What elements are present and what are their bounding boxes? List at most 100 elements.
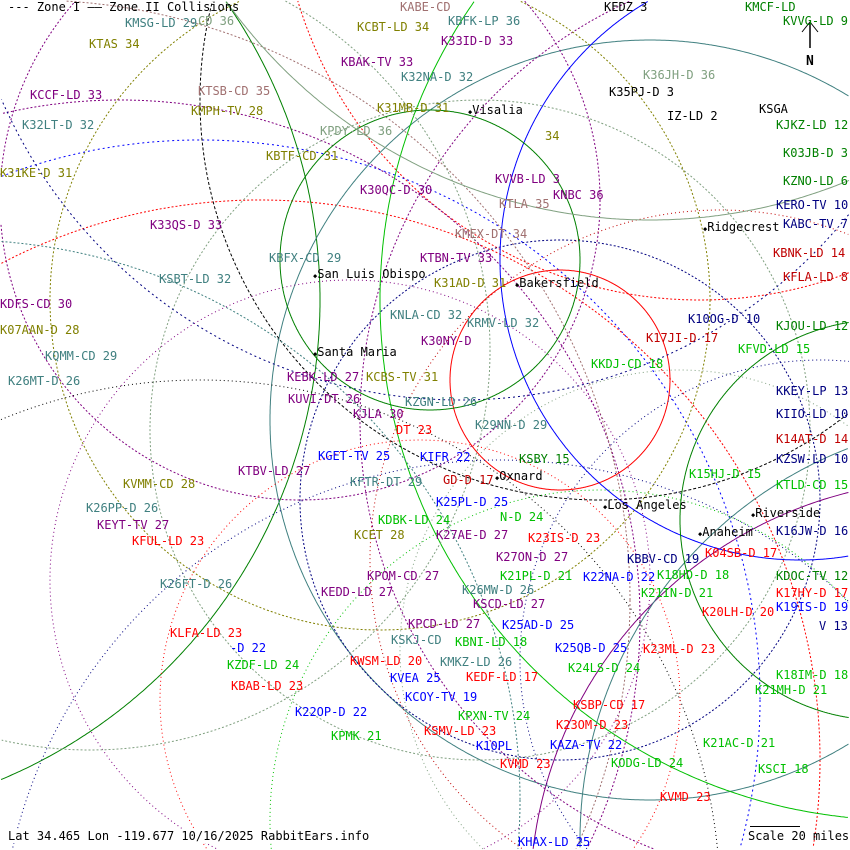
- station-label[interactable]: KVMD 23: [500, 757, 551, 771]
- station-label[interactable]: -D 22: [230, 641, 267, 655]
- station-label[interactable]: KQMM-CD 29: [45, 349, 118, 363]
- station-label[interactable]: KEBK-LD 27: [287, 370, 360, 384]
- station-label[interactable]: KMKZ-LD 26: [440, 655, 513, 669]
- station-label[interactable]: KJKZ-LD 12: [776, 118, 849, 132]
- station-label[interactable]: K31MB-D 31: [377, 101, 450, 115]
- station-label[interactable]: K25QB-D 25: [555, 641, 628, 655]
- station-label[interactable]: K17HY-D 17: [776, 586, 849, 600]
- station-label[interactable]: KSMV-LD 23: [424, 724, 497, 738]
- station-label[interactable]: KSBY 15: [519, 452, 570, 466]
- station-label[interactable]: K30QC-D 30: [360, 183, 433, 197]
- station-label[interactable]: KCCF-LD 33: [30, 88, 103, 102]
- station-label[interactable]: K03JB-D 3: [783, 146, 849, 160]
- station-label[interactable]: KIIO-LD 10: [776, 407, 849, 421]
- station-label[interactable]: K26FT-D 26: [160, 577, 233, 591]
- station-label[interactable]: KFVD-LD 15: [738, 342, 811, 356]
- station-label[interactable]: K31KE-D 31: [0, 166, 73, 180]
- station-label[interactable]: KEDZ 3: [604, 0, 648, 14]
- station-label[interactable]: KAZA-TV 22: [550, 738, 623, 752]
- station-label[interactable]: CD 36: [198, 14, 235, 28]
- station-label[interactable]: K32LT-D 32: [22, 118, 95, 132]
- station-label[interactable]: KPOM-CD 27: [367, 569, 440, 583]
- station-label[interactable]: KNBC 36: [553, 188, 604, 202]
- station-label[interactable]: K23OM-D 23: [556, 718, 629, 732]
- station-label[interactable]: K23IS-D 23: [528, 531, 601, 545]
- station-label[interactable]: K19IS-D 19: [776, 600, 849, 614]
- station-label[interactable]: KTAS 34: [89, 37, 140, 51]
- station-label[interactable]: KIFR 22: [420, 450, 471, 464]
- station-label[interactable]: K22OP-D 22: [295, 705, 368, 719]
- station-label[interactable]: K21AC-D 21: [703, 736, 776, 750]
- station-label[interactable]: KKEY-LP 13: [776, 384, 849, 398]
- station-label[interactable]: KEDF-LD 17: [466, 670, 539, 684]
- station-label[interactable]: K33QS-D 33: [150, 218, 223, 232]
- station-label[interactable]: K26PP-D 26: [86, 501, 159, 515]
- station-label[interactable]: K16JW-D 16: [776, 524, 849, 538]
- station-label[interactable]: KCOY-TV 19: [405, 690, 478, 704]
- station-label[interactable]: KBNK-LD 14: [773, 246, 846, 260]
- station-label[interactable]: KUVI-DT 26: [288, 392, 361, 406]
- station-label[interactable]: KNLA-CD 32: [390, 308, 463, 322]
- station-label[interactable]: KDOC-TV 12: [776, 569, 849, 583]
- station-label[interactable]: KFTR-DT 29: [350, 475, 423, 489]
- station-label[interactable]: K22NA-D 22: [583, 570, 656, 584]
- station-label[interactable]: KZSW-LD 10: [776, 452, 849, 466]
- station-label[interactable]: K25AD-D 25: [502, 618, 575, 632]
- station-label[interactable]: KLFA-LD 23: [170, 626, 243, 640]
- station-label[interactable]: KSBP-CD 17: [573, 698, 646, 712]
- station-label[interactable]: K10PL: [476, 739, 513, 753]
- station-label[interactable]: K24LS-D 24: [568, 661, 641, 675]
- station-label[interactable]: KERO-TV 10: [776, 198, 849, 212]
- station-label[interactable]: KPCD-LD 27: [408, 617, 481, 631]
- station-label[interactable]: KBBV-CD 19: [627, 552, 700, 566]
- station-label[interactable]: K26MT-D 26: [8, 374, 81, 388]
- station-label[interactable]: K17JI-D 17: [646, 331, 719, 345]
- station-label[interactable]: N-D 24: [500, 510, 544, 524]
- station-label[interactable]: KSCD-LD 27: [473, 597, 546, 611]
- station-label[interactable]: K21MH-D 21: [755, 683, 828, 697]
- station-label[interactable]: K36JH-D 36: [643, 68, 716, 82]
- station-label[interactable]: KVMM-CD 28: [123, 477, 196, 491]
- station-label[interactable]: KRMV-LD 32: [467, 316, 540, 330]
- station-label[interactable]: K07AAN-D 28: [0, 323, 80, 337]
- station-label[interactable]: KWSM-LD 20: [350, 654, 423, 668]
- station-label[interactable]: KJOU-LD 12: [776, 319, 849, 333]
- station-label[interactable]: KABC-TV 7: [783, 217, 849, 231]
- station-label[interactable]: KTBV-LD 27: [238, 464, 311, 478]
- station-label[interactable]: K27ON-D 27: [496, 550, 569, 564]
- station-label[interactable]: IZ-LD 2: [667, 109, 718, 123]
- station-label[interactable]: K25PL-D 25: [436, 495, 509, 509]
- station-label[interactable]: KSGA: [759, 102, 788, 116]
- station-label[interactable]: KFLA-LD 8: [783, 270, 849, 284]
- station-label[interactable]: KBTF-CD 31: [266, 149, 339, 163]
- station-label[interactable]: KPXN-TV 24: [458, 709, 531, 723]
- station-label[interactable]: KZGN-LD 26: [405, 395, 478, 409]
- station-label[interactable]: KVVG-LD 9: [783, 14, 849, 28]
- station-label[interactable]: KDFS-CD 30: [0, 297, 73, 311]
- station-label[interactable]: KTBN-TV 33: [420, 251, 493, 265]
- station-label[interactable]: K21PL-D 21: [500, 569, 573, 583]
- station-label[interactable]: DT 23: [396, 423, 433, 437]
- station-label[interactable]: KEYT-TV 27: [97, 518, 170, 532]
- station-label[interactable]: KPDY-LD 36: [320, 124, 393, 138]
- station-label[interactable]: K23ML-D 23: [643, 642, 716, 656]
- station-label[interactable]: GD-D 17: [443, 473, 494, 487]
- station-label[interactable]: KKDJ-CD 18: [591, 357, 664, 371]
- station-label[interactable]: KMPH-TV 28: [191, 104, 264, 118]
- station-label[interactable]: KTLD-CD 15: [776, 478, 849, 492]
- station-label[interactable]: K21IN-D 21: [641, 586, 714, 600]
- station-label[interactable]: K35PJ-D 3: [609, 85, 675, 99]
- station-label[interactable]: K27AE-D 27: [436, 528, 509, 542]
- station-label[interactable]: KTLA 35: [499, 197, 550, 211]
- station-label[interactable]: KCET 28: [354, 528, 405, 542]
- station-label[interactable]: K30NY-D: [421, 334, 472, 348]
- station-label[interactable]: KBFK-LP 36: [448, 14, 521, 28]
- station-label[interactable]: KBNI-LD 18: [455, 635, 528, 649]
- station-label[interactable]: K18HD-D 18: [657, 568, 730, 582]
- station-label[interactable]: KEDD-LD 27: [321, 585, 394, 599]
- station-label[interactable]: K33ID-D 33: [441, 34, 514, 48]
- station-label[interactable]: K14AT-D 14: [776, 432, 849, 446]
- station-label[interactable]: KMCF-LD: [745, 0, 796, 14]
- station-label[interactable]: KZNO-LD 6: [783, 174, 849, 188]
